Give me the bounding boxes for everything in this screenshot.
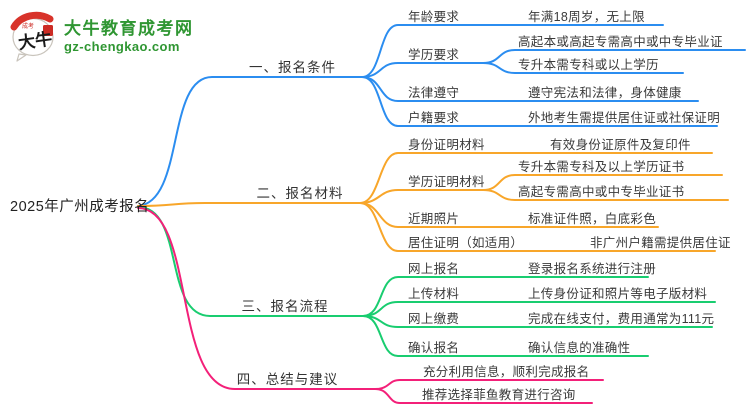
node-identity-docs-desc[interactable]: 有效身份证原件及复印件 xyxy=(550,138,691,152)
node-residency-requirement-desc[interactable]: 外地考生需提供居住证或社保证明 xyxy=(528,111,721,125)
node-identity-docs-label[interactable]: 身份证明材料 xyxy=(408,138,485,152)
node-upload-materials-desc[interactable]: 上传身份证和照片等电子版材料 xyxy=(528,287,708,301)
branch-1-title[interactable]: 一、报名条件 xyxy=(249,60,336,75)
node-education-docs-sub-2[interactable]: 高起专需高中或中专毕业证书 xyxy=(518,185,685,199)
brand-logo[interactable]: 成考 大牛 大牛教育成考网 gz-chengkao.com xyxy=(10,10,194,62)
node-online-registration-desc[interactable]: 登录报名系统进行注册 xyxy=(528,262,657,276)
branch-3-title[interactable]: 三、报名流程 xyxy=(241,299,329,314)
node-law-compliance-desc[interactable]: 遵守宪法和法律，身体健康 xyxy=(528,86,682,100)
node-education-docs-label[interactable]: 学历证明材料 xyxy=(408,175,485,189)
node-residency-requirement-label[interactable]: 户籍要求 xyxy=(408,111,460,125)
brand-domain: gz-chengkao.com xyxy=(64,38,180,54)
node-tip-recommend-consult[interactable]: 推荐选择菲鱼教育进行咨询 xyxy=(422,388,576,402)
node-education-requirement-sub-1[interactable]: 高起本或高起专需高中或中专毕业证 xyxy=(518,35,723,49)
node-recent-photo-desc[interactable]: 标准证件照，白底彩色 xyxy=(528,212,657,226)
node-online-payment-label[interactable]: 网上缴费 xyxy=(408,312,460,326)
node-residence-proof-label[interactable]: 居住证明（如适用） xyxy=(408,236,524,250)
node-tip-use-info[interactable]: 充分利用信息，顺利完成报名 xyxy=(423,365,590,379)
node-law-compliance-label[interactable]: 法律遵守 xyxy=(408,86,460,100)
svg-text:成考: 成考 xyxy=(22,22,34,30)
node-recent-photo-label[interactable]: 近期照片 xyxy=(408,212,460,226)
node-confirm-registration-label[interactable]: 确认报名 xyxy=(408,341,460,355)
node-education-requirement-label[interactable]: 学历要求 xyxy=(408,48,460,62)
node-online-payment-desc[interactable]: 完成在线支付，费用通常为111元 xyxy=(528,312,715,326)
node-residence-proof-desc[interactable]: 非广州户籍需提供居住证 xyxy=(590,236,731,250)
node-upload-materials-label[interactable]: 上传材料 xyxy=(408,287,460,301)
node-online-registration-label[interactable]: 网上报名 xyxy=(408,262,460,276)
node-education-docs-sub-1[interactable]: 专升本需专科及以上学历证书 xyxy=(518,160,685,174)
root-node[interactable]: 2025年广州成考报名 xyxy=(10,199,150,215)
svg-text:大牛: 大牛 xyxy=(17,28,54,54)
node-education-requirement-sub-2[interactable]: 专升本需专科或以上学历 xyxy=(518,58,659,72)
brand-text: 大牛教育成考网 gz-chengkao.com xyxy=(64,19,194,54)
brand-name: 大牛教育成考网 xyxy=(64,18,194,38)
node-confirm-registration-desc[interactable]: 确认信息的准确性 xyxy=(528,341,631,355)
node-age-requirement-desc[interactable]: 年满18周岁，无上限 xyxy=(528,10,645,24)
brand-logo-icon: 成考 大牛 xyxy=(10,10,58,62)
branch-2-title[interactable]: 二、报名材料 xyxy=(256,186,344,201)
node-age-requirement-label[interactable]: 年龄要求 xyxy=(408,10,460,24)
branch-4-title[interactable]: 四、总结与建议 xyxy=(236,372,339,387)
